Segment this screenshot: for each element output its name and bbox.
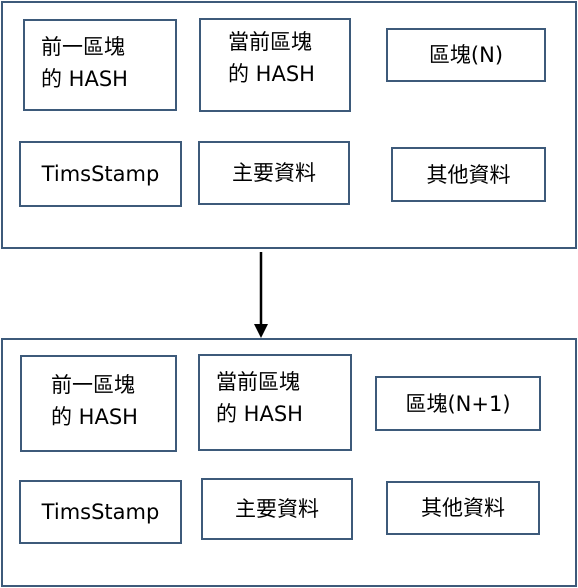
current-hash-line-2: 的 HASH (228, 62, 315, 86)
prev-hash-line-2: 的 HASH (51, 405, 138, 429)
block-n-id-label: 區塊(N) (428, 43, 504, 67)
block-n-main-data-label: 主要資料 (232, 161, 316, 185)
block-n1-main-data-label: 主要資料 (235, 497, 319, 521)
block-n1-id-label: 區塊(N+1) (405, 391, 511, 416)
block-n1-timestamp-label: TimsStamp (41, 500, 160, 524)
block-n-prev-hash-field: 前一區塊 的 HASH (23, 19, 177, 111)
block-n-id-field: 區塊(N) (386, 28, 546, 82)
block-n-timestamp-field: TimsStamp (19, 141, 182, 207)
prev-hash-line-1: 前一區塊 (41, 35, 125, 59)
block-n1-current-hash-field: 當前區塊 的 HASH (198, 354, 352, 451)
prev-hash-line-1: 前一區塊 (51, 373, 135, 397)
block-n1-main-data-field: 主要資料 (201, 478, 353, 540)
block-n1-timestamp-field: TimsStamp (19, 480, 182, 544)
current-hash-line-1: 當前區塊 (216, 370, 300, 394)
prev-hash-line-2: 的 HASH (41, 67, 128, 91)
block-n-timestamp-label: TimsStamp (41, 162, 160, 186)
block-n-other-data-label: 其他資料 (426, 162, 511, 187)
block-n-current-hash-field: 當前區塊 的 HASH (199, 18, 351, 112)
block-n-main-data-field: 主要資料 (198, 141, 350, 205)
block-n1-other-data-field: 其他資料 (386, 481, 540, 535)
current-hash-line-1: 當前區塊 (228, 30, 312, 54)
current-hash-line-2: 的 HASH (216, 402, 303, 426)
block-n1-id-field: 區塊(N+1) (375, 376, 541, 431)
block-n1-other-data-label: 其他資料 (421, 496, 505, 520)
block-n-other-data-field: 其他資料 (391, 147, 546, 202)
block-n1-prev-hash-field: 前一區塊 的 HASH (20, 355, 177, 452)
